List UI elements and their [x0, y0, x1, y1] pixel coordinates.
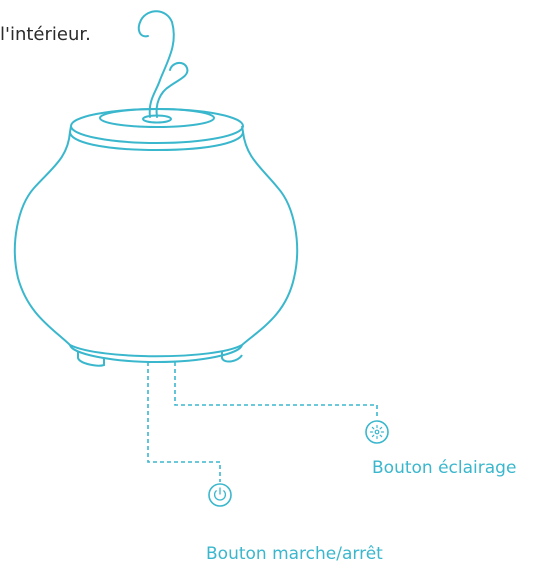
diffuser-body [13, 108, 299, 367]
intro-text: l'intérieur. [0, 24, 91, 45]
light-leader-line [174, 362, 378, 419]
power-button-label: Bouton marche/arrêt [206, 544, 383, 564]
light-button-label: Bouton éclairage [372, 458, 517, 478]
power-icon[interactable] [208, 483, 232, 507]
power-leader-line [147, 362, 221, 482]
light-sun-icon[interactable] [365, 420, 389, 444]
leader-lines [147, 362, 378, 482]
vapor-swirl-icon [137, 10, 189, 118]
